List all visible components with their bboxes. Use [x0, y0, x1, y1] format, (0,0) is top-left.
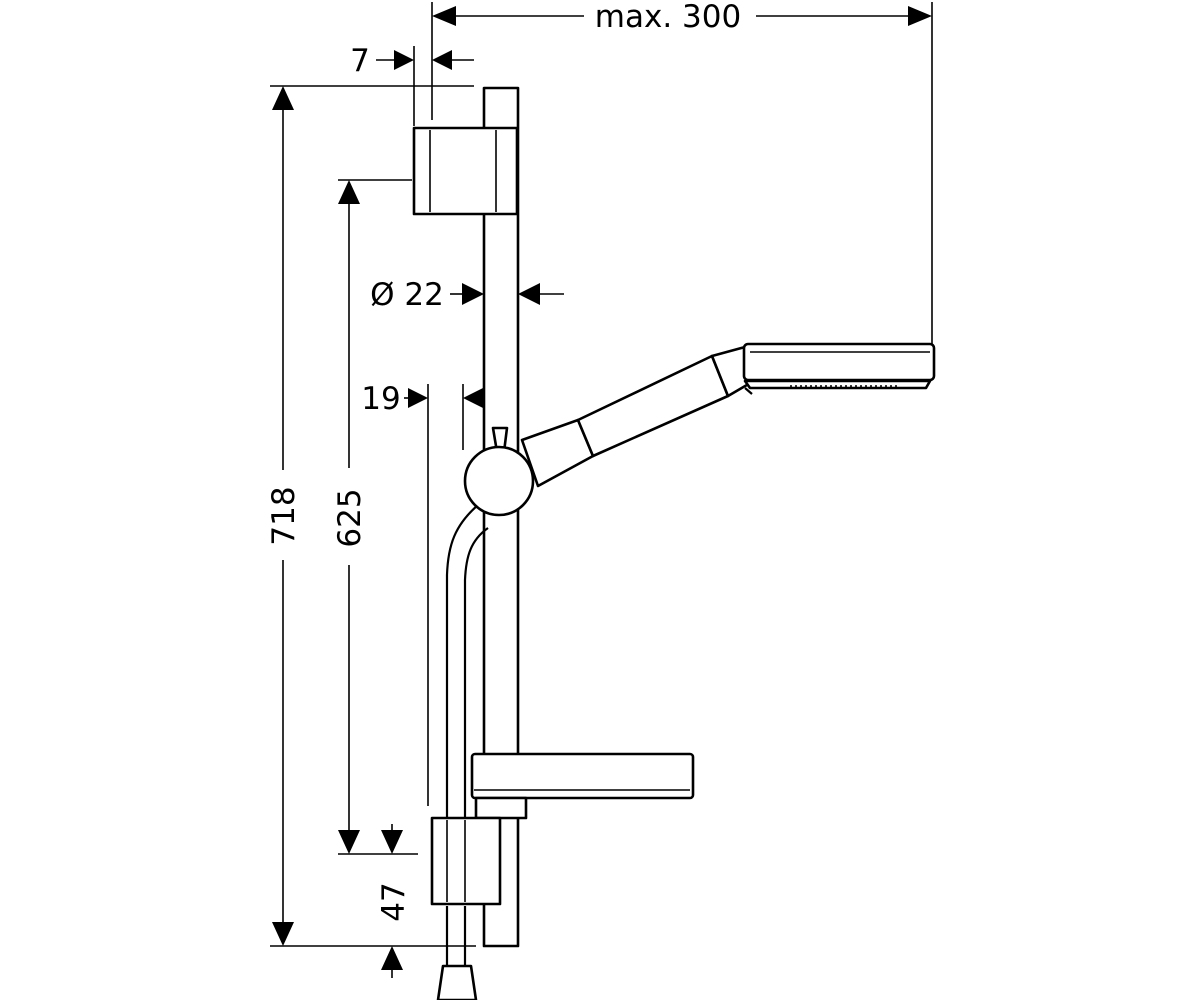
dimension-bracket-spacing: 625 [332, 179, 418, 855]
dimension-wall-clearance: 7 [350, 43, 474, 126]
dimension-bottom-bracket-label: 47 [376, 882, 412, 921]
dimension-wall-clearance-label: 7 [350, 43, 370, 79]
dimension-total-height-label: 718 [266, 486, 302, 545]
hand-shower [520, 342, 936, 488]
dimension-max-reach-label: max. 300 [595, 0, 741, 35]
top-wall-bracket [412, 126, 519, 216]
dimension-slider-offset-label: 19 [361, 381, 400, 417]
rail-slider [463, 426, 535, 517]
hose-connector [436, 946, 478, 1000]
dimension-total-height: 718 [266, 85, 476, 947]
dimension-bottom-bracket: 47 [376, 824, 412, 978]
dimension-bracket-spacing-label: 625 [332, 488, 368, 547]
dimension-max-reach: max. 300 [431, 0, 933, 344]
dimension-rail-diameter: Ø 22 [370, 277, 564, 313]
bottom-wall-bracket [430, 816, 502, 906]
dimension-rail-diameter-label: Ø 22 [370, 277, 444, 313]
dimension-slider-offset: 19 [361, 381, 483, 806]
soap-dish [470, 752, 695, 820]
shower-hose [445, 504, 489, 946]
